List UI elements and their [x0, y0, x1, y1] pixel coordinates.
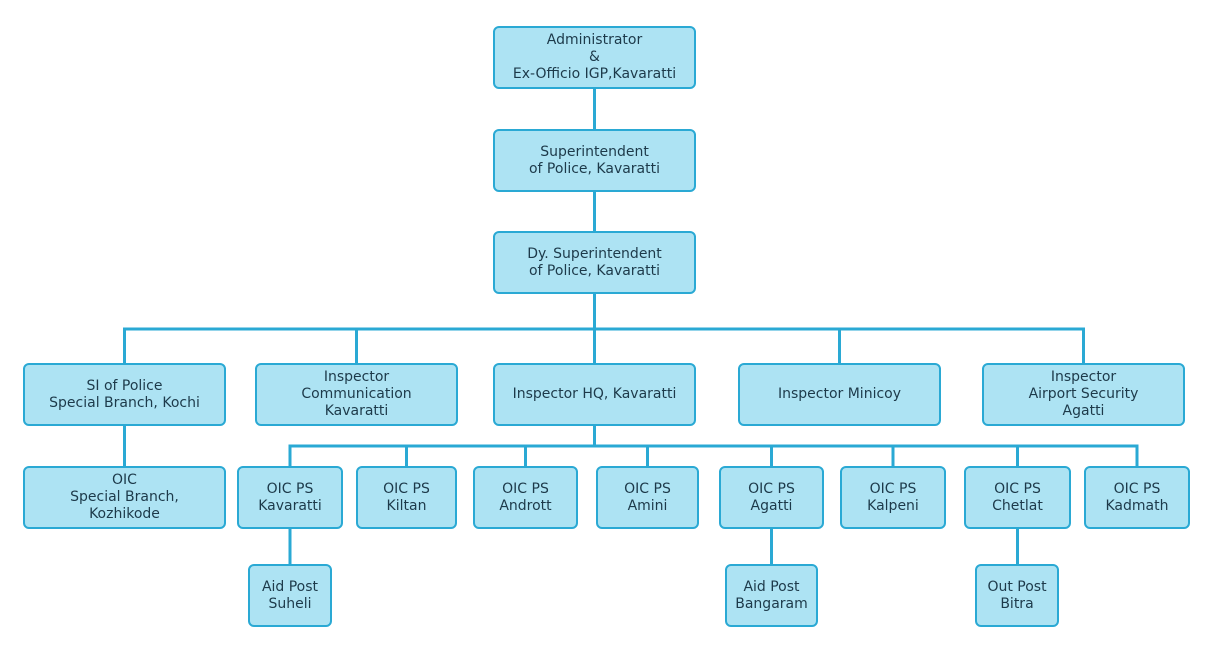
node-line: Special Branch, Kochi	[49, 394, 200, 411]
node-oic-ps-kadmath: OIC PS Kadmath	[1084, 466, 1190, 529]
node-line: OIC PS	[994, 480, 1041, 497]
node-line: OIC PS	[748, 480, 795, 497]
node-line: OIC PS	[383, 480, 430, 497]
node-line: Administrator	[546, 32, 643, 48]
node-inspector-airport-security: Inspector Airport Security Agatti	[982, 363, 1185, 426]
node-line: Agatti	[750, 497, 793, 514]
node-oic-ps-kalpeni: OIC PS Kalpeni	[840, 466, 946, 529]
node-line: Communication	[301, 386, 412, 402]
node-line: of Police, Kavaratti	[528, 160, 661, 177]
node-line: Bangaram	[735, 595, 808, 612]
node-line: SI of Police	[86, 377, 163, 394]
node-si-kochi: SI of Police Special Branch, Kochi	[23, 363, 226, 426]
node-line: Ex-Officio IGP,Kavaratti	[512, 66, 677, 82]
node-superintendent: Superintendent of Police, Kavaratti	[493, 129, 696, 192]
node-line: Kavaratti	[324, 403, 389, 419]
node-line: Aid Post	[743, 578, 800, 595]
node-aid-post-suheli: Aid Post Suheli	[248, 564, 332, 627]
node-line: Kozhikode	[89, 506, 160, 522]
node-oic-ps-agatti: OIC PS Agatti	[719, 466, 824, 529]
node-oic-ps-amini: OIC PS Amini	[596, 466, 699, 529]
node-line: Chetlat	[992, 497, 1043, 514]
node-line: Agatti	[1062, 403, 1105, 419]
node-line: Inspector	[1050, 369, 1117, 385]
node-inspector-communication: Inspector Communication Kavaratti	[255, 363, 458, 426]
node-line: OIC PS	[502, 480, 549, 497]
node-oic-ps-chetlat: OIC PS Chetlat	[964, 466, 1071, 529]
node-line: Aid Post	[261, 578, 319, 595]
node-line: of Police, Kavaratti	[528, 262, 661, 279]
node-line: Andrott	[499, 497, 552, 514]
node-line: OIC	[112, 472, 137, 488]
node-line: Dy. Superintendent	[527, 245, 662, 262]
node-line: &	[589, 49, 600, 65]
node-oic-ps-kiltan: OIC PS Kiltan	[356, 466, 457, 529]
node-inspector-hq: Inspector HQ, Kavaratti	[493, 363, 696, 426]
node-line: Airport Security	[1028, 386, 1139, 402]
node-line: Inspector	[323, 369, 390, 385]
node-administrator: Administrator & Ex-Officio IGP,Kavaratti	[493, 26, 696, 89]
node-out-post-bitra: Out Post Bitra	[975, 564, 1059, 627]
node-line: OIC PS	[266, 480, 314, 497]
node-line: OIC PS	[624, 480, 671, 497]
node-line: Out Post	[987, 578, 1047, 595]
node-aid-post-bangaram: Aid Post Bangaram	[725, 564, 818, 627]
node-line: Inspector HQ, Kavaratti	[512, 386, 677, 402]
node-line: Suheli	[268, 595, 312, 612]
node-line: Inspector Minicoy	[777, 386, 902, 402]
node-line: Kadmath	[1105, 497, 1169, 514]
node-line: OIC PS	[869, 480, 917, 497]
node-line: Special Branch,	[70, 489, 179, 505]
node-line: OIC PS	[1113, 480, 1161, 497]
node-line: Amini	[627, 497, 668, 514]
node-line: Bitra	[1000, 595, 1034, 612]
node-oic-ps-andrott: OIC PS Andrott	[473, 466, 578, 529]
node-inspector-minicoy: Inspector Minicoy	[738, 363, 941, 426]
node-line: Kalpeni	[867, 497, 919, 514]
node-oic-special-branch: OIC Special Branch, Kozhikode	[23, 466, 226, 529]
node-oic-ps-kavaratti: OIC PS Kavaratti	[237, 466, 343, 529]
node-line: Kavaratti	[258, 497, 322, 514]
node-dy-superintendent: Dy. Superintendent of Police, Kavaratti	[493, 231, 696, 294]
node-line: Superintendent	[540, 143, 649, 160]
node-line: Kiltan	[386, 497, 427, 514]
